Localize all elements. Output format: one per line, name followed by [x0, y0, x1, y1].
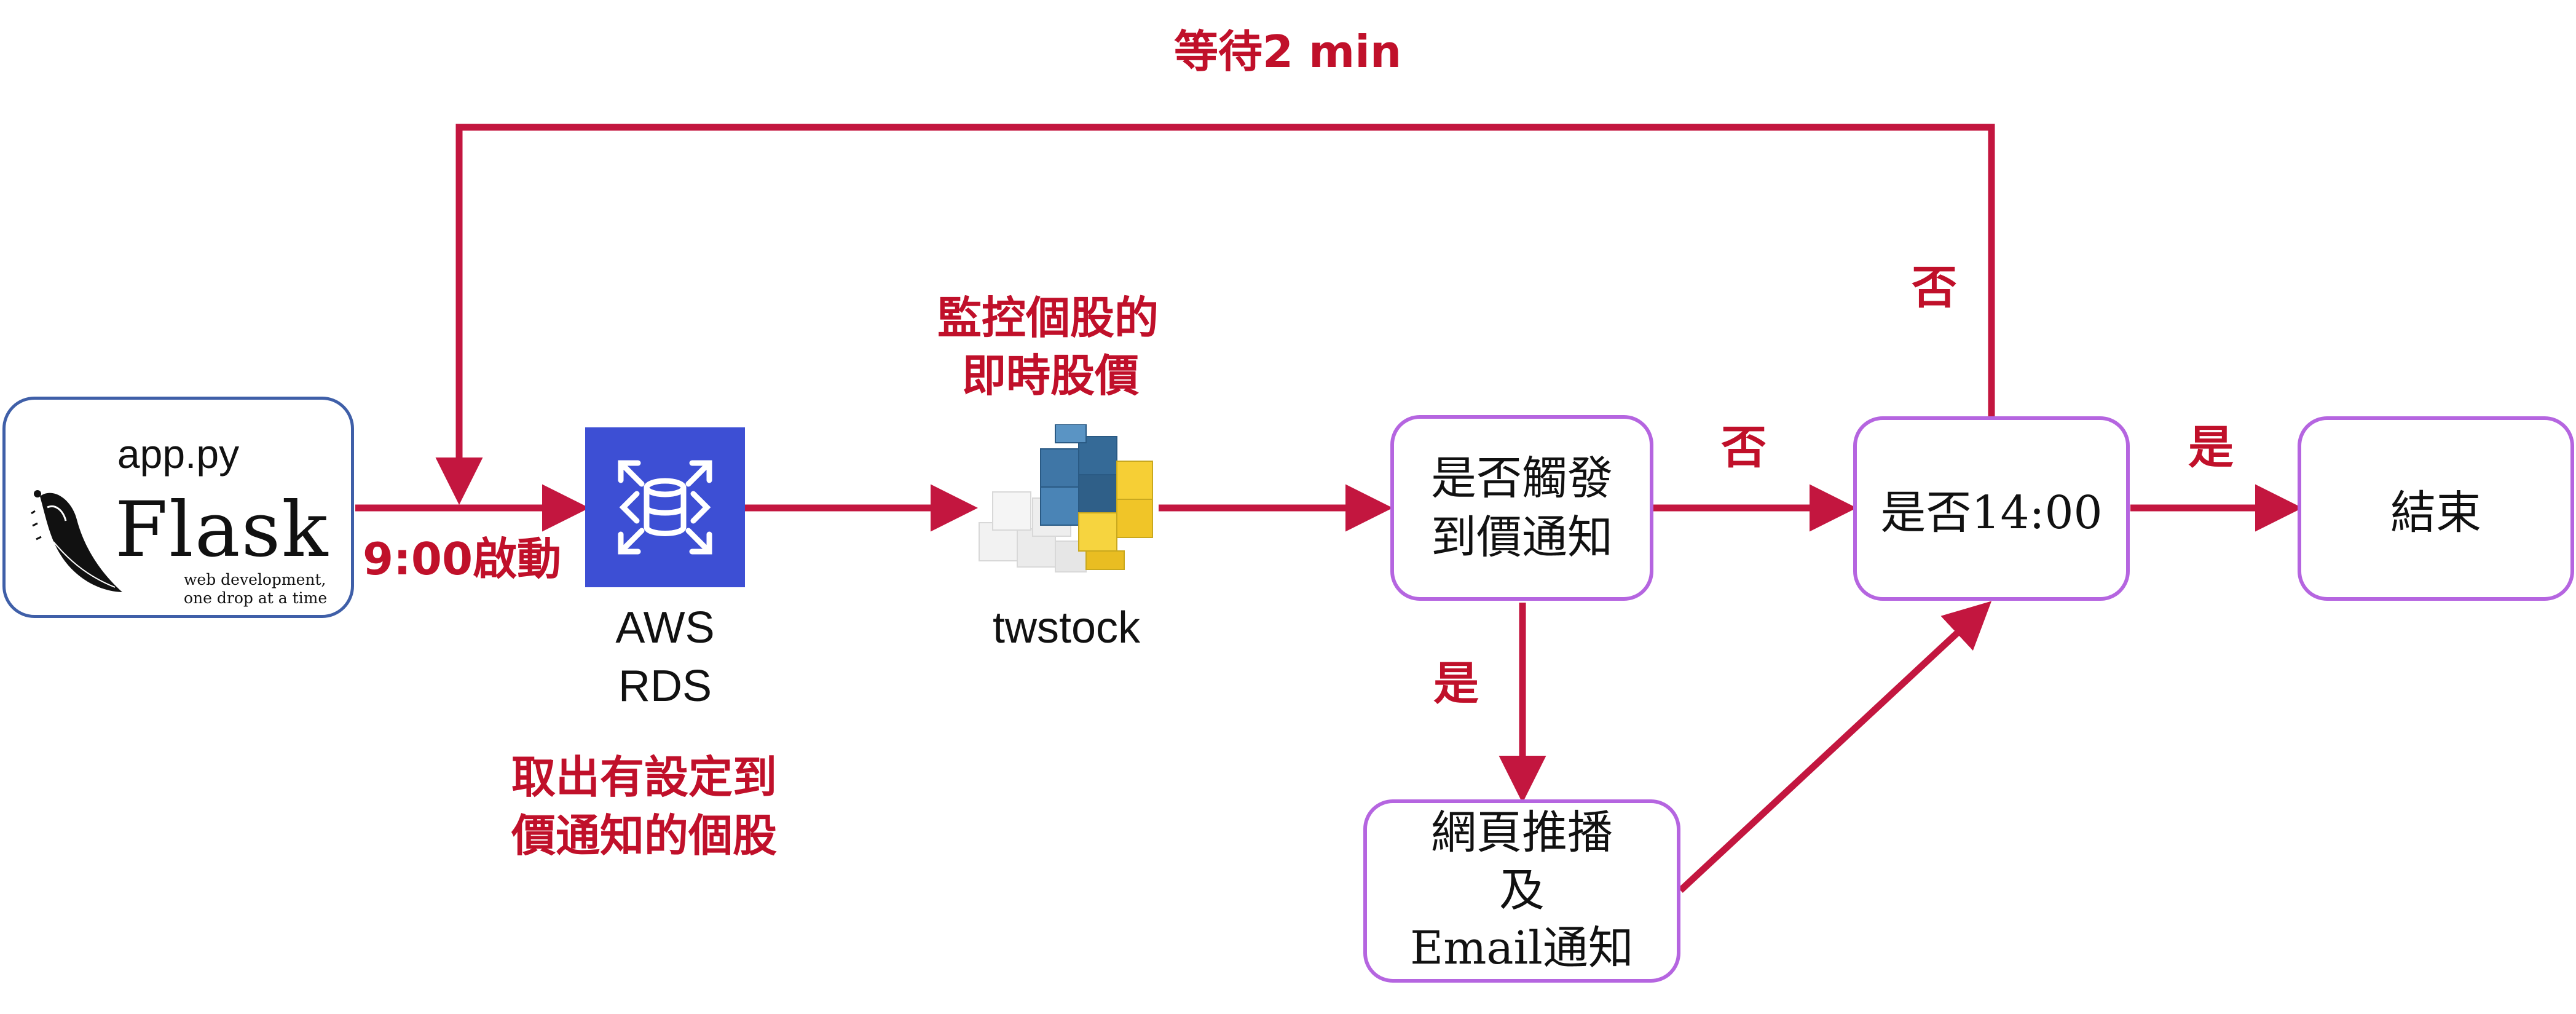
- aws-note-line1: 取出有設定到: [511, 751, 778, 803]
- yes-label-notify: 是: [1433, 657, 1479, 710]
- flask-tagline-2: one drop at a time: [184, 589, 328, 607]
- time-check-node: 是否14:00: [1853, 416, 2130, 601]
- notify-line3: Email通知: [1410, 921, 1634, 975]
- notify-line1: 網頁推播: [1430, 806, 1613, 860]
- loop-back-arrow: [435, 124, 1995, 505]
- start-time-label: 9:00啟動: [363, 533, 562, 585]
- end-label: 結束: [2390, 486, 2481, 539]
- yes-label-end: 是: [2188, 421, 2234, 474]
- twstock-label: twstock: [992, 603, 1141, 652]
- flask-horn-icon: [31, 490, 122, 592]
- notify-line2: 及: [1499, 864, 1545, 917]
- trigger-check-line1: 是否觸發: [1431, 451, 1613, 505]
- flask-tagline-1: web development,: [184, 571, 326, 588]
- trigger-check-node: 是否觸發 到價通知: [1390, 415, 1653, 601]
- loop-wait-label: 等待2 min: [1174, 26, 1402, 77]
- flask-logo-text: Flask: [115, 486, 329, 574]
- twstock-cubes-icon: [979, 424, 1153, 572]
- aws-label-line1: AWS: [615, 603, 715, 652]
- flask-card-title: app.py: [117, 431, 240, 477]
- trigger-check-line2: 到價通知: [1431, 511, 1613, 564]
- arrow-notify-to-timecheck: [1678, 601, 1992, 893]
- notify-node: 網頁推播 及 Email通知: [1363, 799, 1680, 983]
- twstock-note-line1: 監控個股的: [937, 292, 1159, 344]
- flask-card: app.py Flask web development, one drop a…: [2, 397, 354, 618]
- no-label-trigger: 否: [1721, 421, 1767, 474]
- database-icon: [618, 460, 712, 555]
- twstock-note-line2: 即時股價: [962, 350, 1140, 402]
- no-label-loop: 否: [1912, 261, 1957, 314]
- time-check-label: 是否14:00: [1880, 486, 2103, 539]
- end-node: 結束: [2298, 416, 2574, 601]
- aws-rds-icon: [585, 427, 745, 587]
- aws-label-line2: RDS: [618, 662, 712, 711]
- aws-note-line2: 價通知的個股: [511, 810, 778, 862]
